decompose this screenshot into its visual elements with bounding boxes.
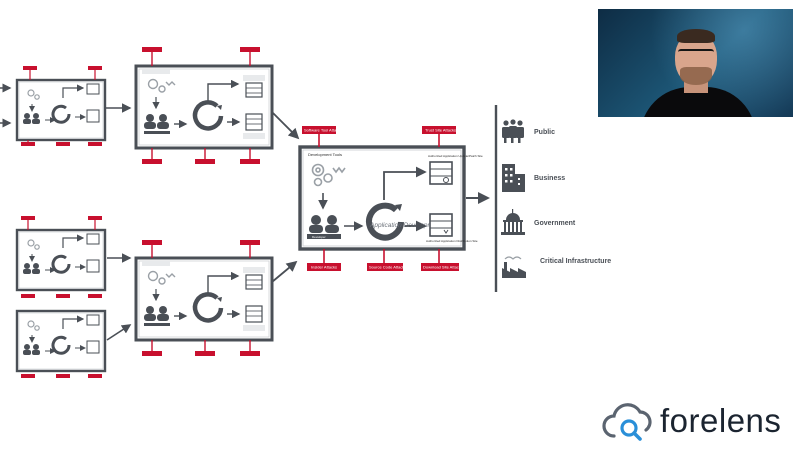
svg-text:Authorized Application Update/: Authorized Application Update/Patch Site (428, 154, 483, 158)
capitol-building-icon (501, 209, 525, 235)
brand-name: forelens (660, 402, 782, 439)
svg-text:Business: Business (534, 175, 565, 182)
tiny-system-top (17, 66, 105, 146)
svg-text:Source Code Attacks: Source Code Attacks (369, 265, 406, 270)
presenter-hair (677, 29, 715, 43)
tiny-system-mid (17, 216, 105, 298)
medium-system-bottom (136, 240, 272, 356)
presenter-beard (680, 67, 712, 85)
people-group-icon (502, 119, 524, 143)
svg-text:Developer: Developer (312, 235, 326, 239)
svg-text:Download Site Attacks: Download Site Attacks (423, 265, 463, 270)
svg-text:Trust Site Attacks: Trust Site Attacks (425, 128, 456, 133)
main-system: Development Tools Developer Application … (298, 145, 483, 251)
medium-system-top (136, 47, 272, 164)
svg-text:Development Tools: Development Tools (308, 152, 342, 157)
presenter-glasses (678, 49, 714, 60)
presenter-webcam (598, 9, 793, 117)
tiny-system-bottom (17, 311, 105, 378)
office-building-icon (502, 164, 525, 192)
svg-text:Public: Public (534, 129, 555, 136)
svg-text:Critical Infrastructure: Critical Infrastructure (540, 258, 611, 265)
svg-text:Authorized Application Distrib: Authorized Application Distribution Site (426, 239, 478, 243)
audience-business: Business (502, 164, 565, 192)
audience-public: Public (502, 119, 555, 143)
svg-text:Software Tool Attacks: Software Tool Attacks (304, 128, 342, 133)
audience-critical-infrastructure: Critical Infrastructure (502, 256, 611, 278)
cloud-magnifier-icon (602, 403, 652, 441)
audience-government: Government (501, 209, 576, 235)
brand-logo-lockup: forelens (600, 402, 795, 442)
svg-text:Government: Government (534, 220, 576, 227)
svg-text:Insider Attacks: Insider Attacks (311, 265, 337, 270)
factory-icon (502, 256, 526, 278)
main-attack-tags: Software Tool Attacks Trust Site Attacks… (302, 126, 463, 271)
